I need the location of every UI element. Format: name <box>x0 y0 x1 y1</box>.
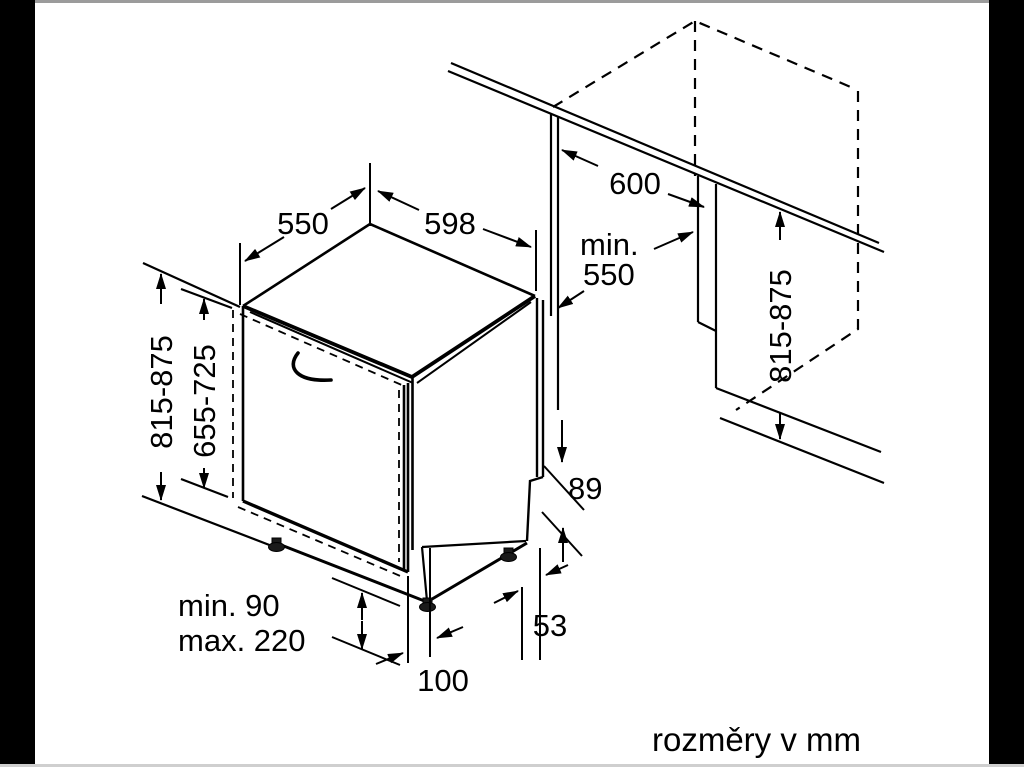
left-letterbox-bar <box>0 0 35 764</box>
dishwasher-top-front-edges <box>242 294 537 380</box>
dimension-labels: 550 598 600 min. 550 815-875 655-725 815… <box>144 166 861 758</box>
foot-front <box>419 602 436 612</box>
arrow-100-left <box>375 652 404 665</box>
label-plinth-min: min. 90 <box>178 588 280 623</box>
label-top-width: 598 <box>424 206 476 241</box>
worktop-front-edge <box>447 61 885 254</box>
right-letterbox-bar <box>989 0 1024 764</box>
label-door-panel-height: 655-725 <box>187 344 222 458</box>
niche-dashed-volume <box>552 19 860 411</box>
arrow-598-left <box>377 190 420 211</box>
label-top-depth: 550 <box>277 206 329 241</box>
label-niche-depth-prefix: min. <box>580 227 639 262</box>
door-bottom-edge <box>242 499 409 574</box>
dishwasher-front-edges <box>241 306 414 572</box>
niche-left-wall <box>549 114 560 410</box>
arrow-100-right <box>436 626 464 639</box>
arrow-550-left <box>244 236 285 262</box>
foot-right <box>500 552 517 562</box>
top-window-edge <box>35 0 989 3</box>
dishwasher-back-edge-and-step <box>525 298 545 542</box>
arrow-600-left <box>561 149 599 167</box>
dimension-arrows <box>156 149 785 665</box>
label-rear-step-inset: 53 <box>533 608 567 643</box>
arrow-53-right <box>545 564 569 576</box>
adjustable-feet <box>268 537 517 612</box>
floor-edge-right <box>715 386 885 485</box>
arrow-550-right <box>330 187 366 210</box>
arrow-600-right <box>667 193 705 208</box>
decor-panel-dashed-outline <box>232 310 406 579</box>
label-niche-width: 600 <box>609 166 661 201</box>
footer-units-note: rozměry v mm <box>652 721 861 758</box>
arrow-min550-down <box>557 290 585 309</box>
label-front-plinth-inset: 100 <box>417 663 469 698</box>
foot-left <box>268 542 285 552</box>
label-niche-depth-value: 550 <box>583 257 635 292</box>
bottom-window-edge <box>0 764 1024 767</box>
ticks-front-plinth <box>407 548 431 663</box>
dishwasher-top-rim-inner <box>249 301 532 384</box>
label-plinth-max: max. 220 <box>178 623 306 658</box>
label-rear-step-height: 89 <box>568 471 602 506</box>
arrow-598-right <box>482 228 532 248</box>
arrow-53-left <box>493 590 519 604</box>
label-overall-height-right: 815-875 <box>763 269 798 383</box>
label-overall-height-left: 815-875 <box>144 335 179 449</box>
base-wedge-edges <box>420 539 527 602</box>
arrow-min550-up <box>653 231 694 250</box>
door-handle <box>291 351 333 382</box>
ticks-rear-step-inset <box>521 548 541 660</box>
